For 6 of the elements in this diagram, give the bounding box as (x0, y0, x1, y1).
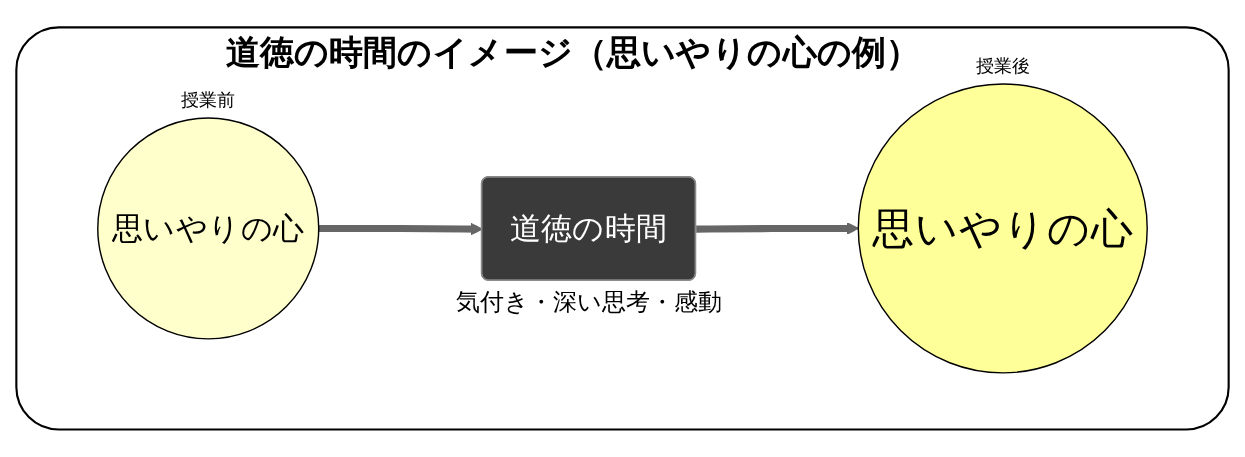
arrow (696, 222, 859, 235)
node-caption: 授業前 (181, 88, 236, 113)
node-circle: 思いやりの心 (97, 117, 320, 340)
node-caption: 授業後 (975, 54, 1030, 79)
node-caption: 気付き・深い思考・感動 (455, 287, 722, 319)
node-circle: 思いやりの心 (857, 83, 1148, 374)
